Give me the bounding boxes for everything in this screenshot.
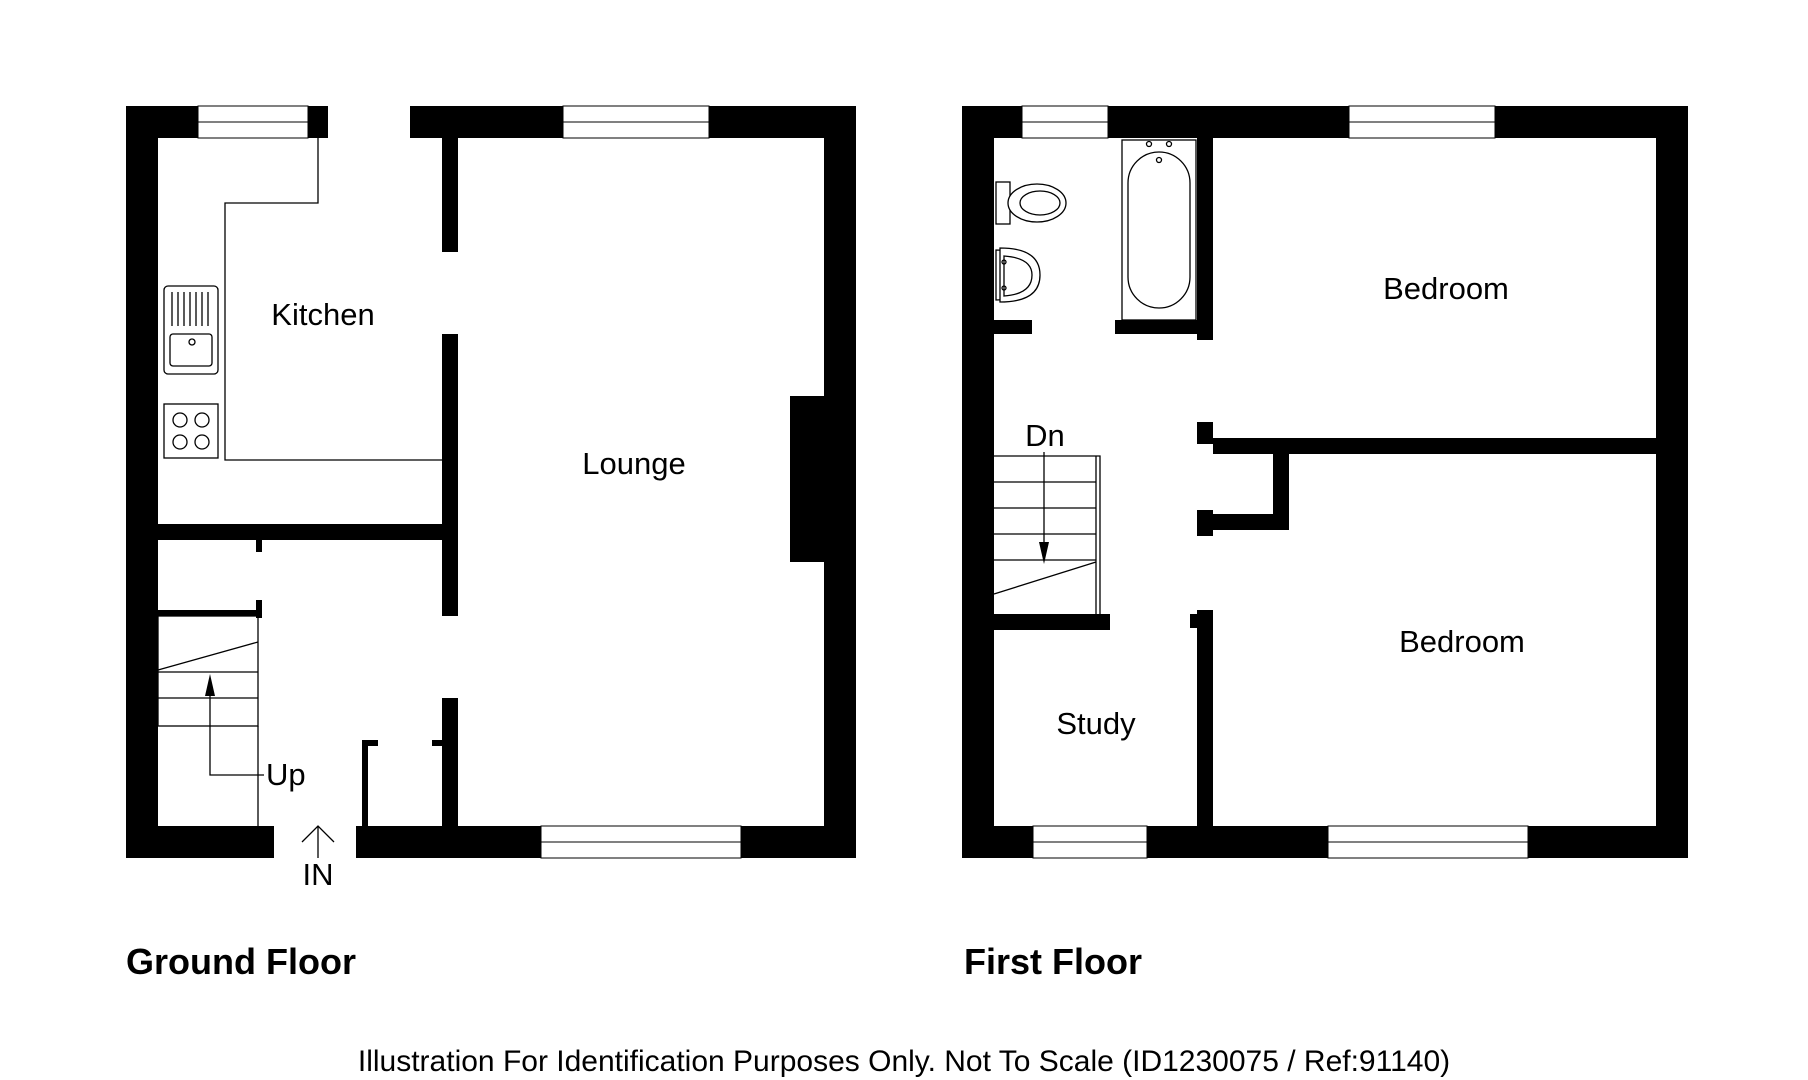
entrance-label: IN <box>303 857 334 892</box>
stairs-up-label: Up <box>266 757 306 792</box>
first-floor-outer-walls <box>962 106 1688 858</box>
disclaimer-note: Illustration For Identification Purposes… <box>358 1045 1450 1078</box>
stairs-down-arrow-icon <box>1039 542 1049 564</box>
stairs-up-arrow-icon <box>205 674 215 696</box>
ground-floor-plan: Kitchen Lounge Up IN Ground Floor <box>126 105 856 982</box>
first-floor-title: First Floor <box>964 941 1142 982</box>
bath-icon <box>1121 139 1197 321</box>
stairs-down-label: Dn <box>1025 418 1065 453</box>
room-label-study: Study <box>1056 706 1136 741</box>
ground-floor-windows <box>197 105 742 859</box>
first-floor-stairs <box>993 452 1101 614</box>
ground-floor-title: Ground Floor <box>126 941 356 982</box>
ground-floor-outer-walls <box>126 106 856 858</box>
ground-floor-internal-walls <box>156 138 458 828</box>
sink-icon <box>163 285 219 375</box>
room-label-bedroom-1: Bedroom <box>1383 271 1509 306</box>
hob-icon <box>163 403 219 459</box>
basin-icon <box>995 247 1041 303</box>
kitchen-worktop <box>224 138 444 461</box>
room-label-lounge: Lounge <box>582 446 685 481</box>
chimney-breast <box>790 396 826 562</box>
room-label-kitchen: Kitchen <box>271 297 374 332</box>
room-label-bedroom-2: Bedroom <box>1399 624 1525 659</box>
ground-floor-stairs <box>157 615 264 826</box>
first-floor-windows <box>1021 105 1529 859</box>
first-floor-plan: Bedroom Bedroom Study Dn First Floor <box>962 105 1688 982</box>
first-floor-internal-walls <box>994 138 1656 826</box>
toilet-icon <box>995 181 1067 225</box>
entrance-arrow-icon <box>301 825 335 858</box>
